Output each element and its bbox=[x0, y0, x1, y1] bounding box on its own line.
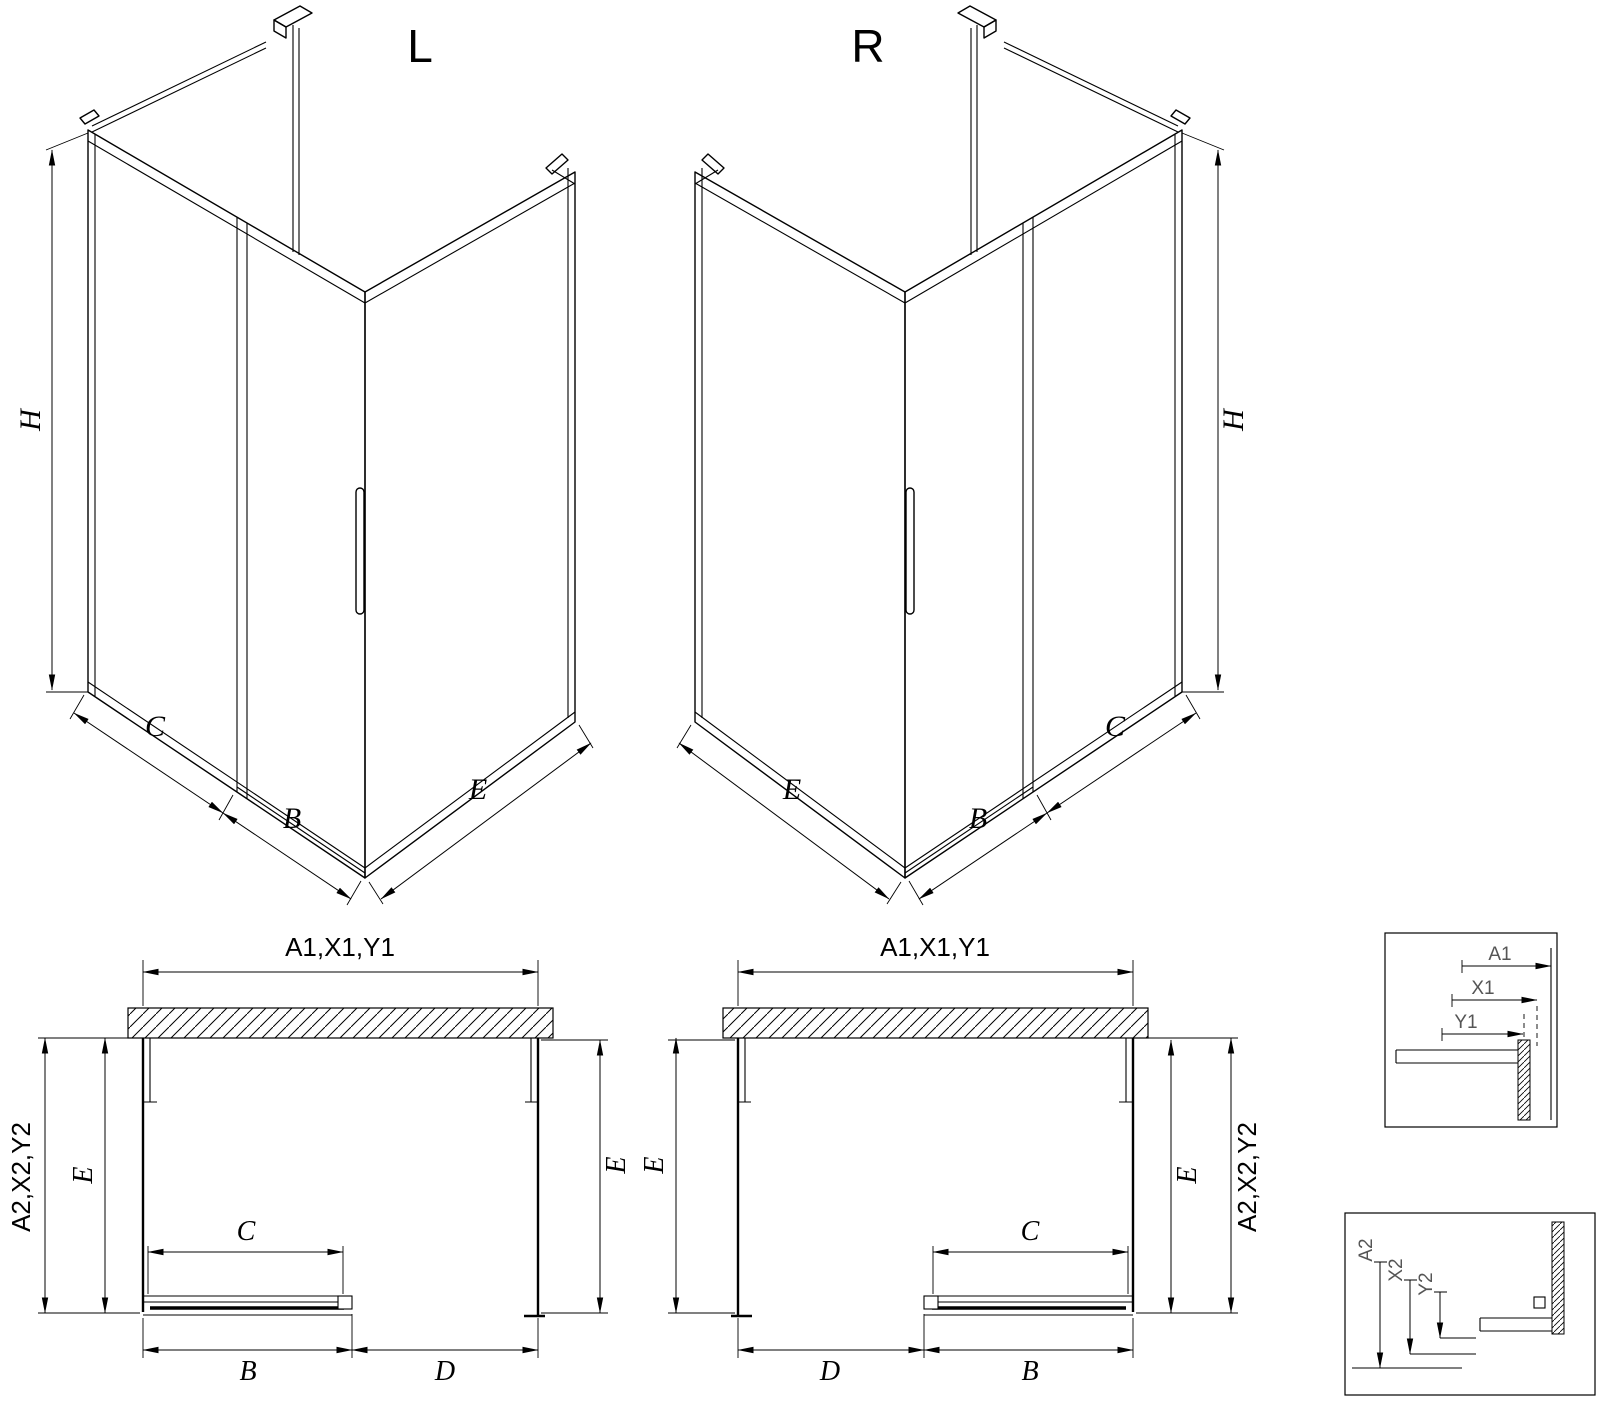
dim-label-b-right: B bbox=[969, 802, 987, 835]
extension-lines bbox=[668, 960, 1238, 1358]
dim-label-a1: A1,X1,Y1 bbox=[880, 932, 990, 962]
view-title-left: L bbox=[407, 20, 433, 72]
dim-label-e-left: E bbox=[468, 773, 487, 806]
reference-dashed-lines bbox=[1523, 1006, 1538, 1046]
door-stopper bbox=[337, 1295, 353, 1310]
iso-view-right: R H E B C bbox=[676, 5, 1250, 906]
door-track-lines bbox=[143, 1295, 352, 1316]
wall-bracket-arm bbox=[694, 169, 719, 185]
detail-view-top: A1 X1 Y1 bbox=[1384, 932, 1558, 1128]
dim-label-c: C bbox=[1021, 1216, 1040, 1247]
header-rails bbox=[87, 140, 576, 304]
right-glass-panel-outline bbox=[904, 129, 1183, 879]
plan-view-left: A1,X1,Y1 A2,X2,Y2 E E C B D bbox=[6, 932, 632, 1387]
right-glass-panel-outline bbox=[364, 171, 576, 879]
extension-lines bbox=[676, 132, 1225, 906]
dim-label-a2: A2,X2,Y2 bbox=[6, 1122, 36, 1232]
support-post bbox=[970, 25, 978, 255]
dim-label-a2: A2,X2,Y2 bbox=[1232, 1122, 1262, 1232]
profile-bar bbox=[1395, 1049, 1518, 1064]
extension-lines bbox=[38, 960, 608, 1358]
dim-label-b: B bbox=[1021, 1356, 1038, 1387]
dim-label-b-left: B bbox=[283, 802, 301, 835]
left-glass-panel-outline bbox=[87, 129, 366, 879]
dim-label-e-right: E bbox=[601, 1156, 632, 1174]
dim-label-b: B bbox=[239, 1356, 256, 1387]
dim-label-e-left: E bbox=[68, 1166, 99, 1184]
door-handle bbox=[355, 487, 365, 615]
wall-section-hatched bbox=[127, 1007, 554, 1039]
glass-section bbox=[1551, 1221, 1565, 1335]
dim-label-e-right: E bbox=[782, 773, 801, 806]
wall-anchor-profiles bbox=[738, 1038, 1132, 1103]
wall-section-hatched bbox=[722, 1007, 1149, 1039]
wall-bracket-right bbox=[1170, 109, 1191, 125]
dim-line-c bbox=[1046, 712, 1197, 814]
dim-line-c bbox=[73, 712, 224, 814]
detail-frame bbox=[1344, 1212, 1596, 1396]
dim-line-e bbox=[380, 742, 592, 900]
sliding-door-edges bbox=[1022, 217, 1034, 799]
dim-label-c-left: C bbox=[145, 710, 166, 743]
profile-bar bbox=[1479, 1317, 1552, 1332]
dim-label-a2: A2 bbox=[1356, 1238, 1377, 1261]
wall-anchor-profiles bbox=[144, 1038, 538, 1103]
extension-lines bbox=[45, 132, 594, 906]
dim-line-b bbox=[222, 812, 352, 900]
wall-bracket-left bbox=[79, 109, 100, 125]
dim-label-d: D bbox=[434, 1356, 455, 1387]
detail-frame bbox=[1384, 932, 1558, 1128]
support-bar bbox=[91, 41, 267, 133]
view-title-right: R bbox=[851, 20, 884, 72]
dim-label-x2: X2 bbox=[1386, 1258, 1407, 1281]
dim-label-a1: A1,X1,Y1 bbox=[285, 932, 395, 962]
ceiling-bracket-side bbox=[273, 19, 287, 39]
dim-label-c: C bbox=[237, 1216, 256, 1247]
support-bar bbox=[1003, 41, 1179, 133]
reference-lines bbox=[1410, 1337, 1476, 1355]
dim-label-a1: A1 bbox=[1488, 944, 1511, 965]
door-handle bbox=[905, 487, 915, 615]
wall-bracket-left bbox=[701, 153, 725, 175]
door-stopper bbox=[923, 1295, 939, 1310]
end-wall-profiles bbox=[94, 134, 569, 718]
sliding-door-edges bbox=[236, 217, 248, 799]
wall-bracket-right bbox=[545, 153, 569, 175]
dim-label-h-right: H bbox=[1217, 407, 1250, 432]
plan-view-right: A1,X1,Y1 A2,X2,Y2 E E C D B bbox=[639, 932, 1262, 1387]
wall-bracket-arm bbox=[551, 169, 576, 185]
glass-section bbox=[1517, 1039, 1531, 1121]
support-post bbox=[292, 25, 300, 255]
dim-label-h-left: H bbox=[14, 407, 47, 432]
roller-detail bbox=[1533, 1296, 1546, 1309]
dim-label-y1: Y1 bbox=[1454, 1012, 1477, 1033]
dim-label-x1: X1 bbox=[1471, 978, 1494, 999]
dim-line-b bbox=[918, 812, 1048, 900]
dim-label-d: D bbox=[819, 1356, 840, 1387]
dim-label-y2: Y2 bbox=[1416, 1272, 1437, 1295]
header-rails bbox=[694, 140, 1183, 304]
detail-view-bottom: A2 X2 Y2 bbox=[1344, 1212, 1596, 1396]
ceiling-bracket-side bbox=[983, 19, 997, 39]
door-track-lines bbox=[924, 1295, 1133, 1316]
dim-line-e bbox=[678, 742, 890, 900]
iso-view-left: L H C B E bbox=[14, 5, 594, 906]
dim-label-e-right: E bbox=[1172, 1166, 1203, 1184]
end-wall-profiles bbox=[701, 134, 1176, 718]
dim-label-c-right: C bbox=[1105, 710, 1126, 743]
dim-label-e-left: E bbox=[639, 1156, 670, 1174]
